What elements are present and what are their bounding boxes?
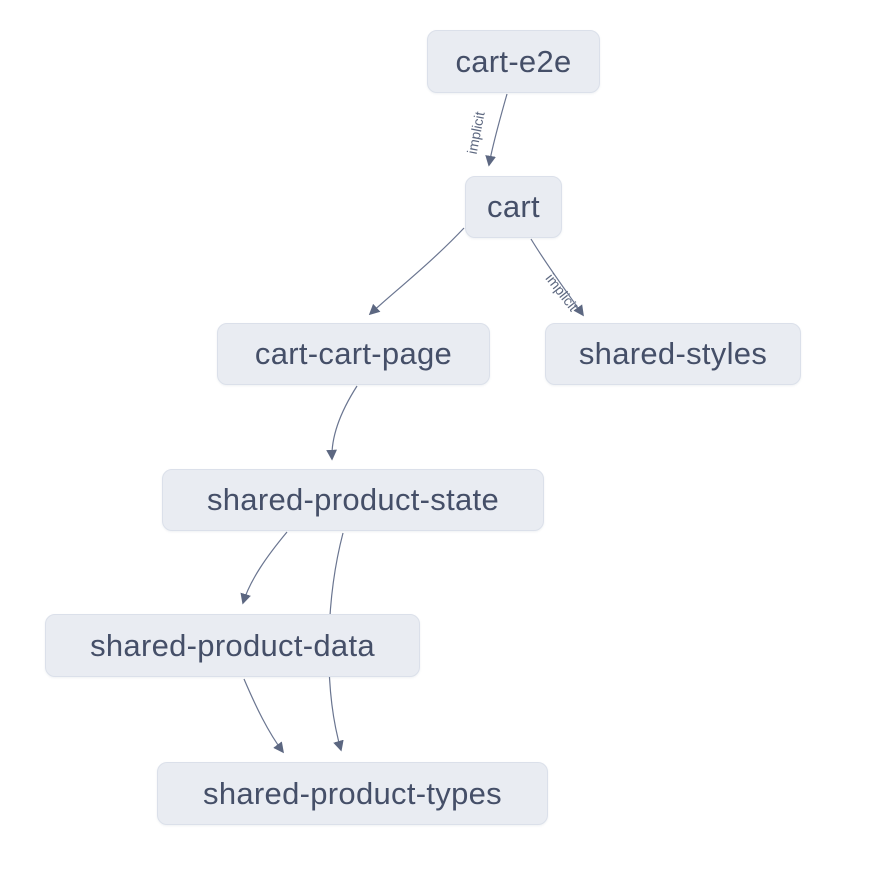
node-cart-cart-page[interactable]: cart-cart-page (217, 323, 490, 385)
node-cart-e2e[interactable]: cart-e2e (427, 30, 600, 93)
edge-shared-product-data-to-shared-product-types (243, 678, 284, 754)
edge-cart-cart-page-to-shared-product-state (326, 385, 358, 461)
node-cart[interactable]: cart (465, 176, 562, 238)
node-label-shared-styles: shared-styles (578, 336, 768, 371)
edge-cart-e2e-to-cart (485, 93, 508, 167)
node-shared-product-types[interactable]: shared-product-types (157, 762, 548, 825)
node-shared-product-state[interactable]: shared-product-state (162, 469, 544, 531)
node-label-cart: cart (487, 189, 540, 224)
node-shared-styles[interactable]: shared-styles (545, 323, 801, 385)
node-label-shared-product-data: shared-product-data (90, 627, 375, 663)
edge-label-implicit-cart-shared-styles: implicit (543, 270, 582, 314)
node-shared-product-data[interactable]: shared-product-data (45, 614, 420, 677)
node-label-cart-e2e: cart-e2e (455, 43, 572, 79)
node-label-shared-product-state: shared-product-state (206, 482, 500, 517)
edge-shared-product-state-to-shared-product-data (240, 531, 288, 605)
edge-label-implicit-cart-e2e-cart: implicit (464, 110, 488, 155)
node-label-shared-product-types: shared-product-types (203, 775, 502, 811)
edge-cart-to-shared-styles (530, 238, 584, 317)
edge-cart-to-cart-cart-page (368, 227, 465, 316)
node-label-cart-cart-page: cart-cart-page (254, 336, 453, 371)
